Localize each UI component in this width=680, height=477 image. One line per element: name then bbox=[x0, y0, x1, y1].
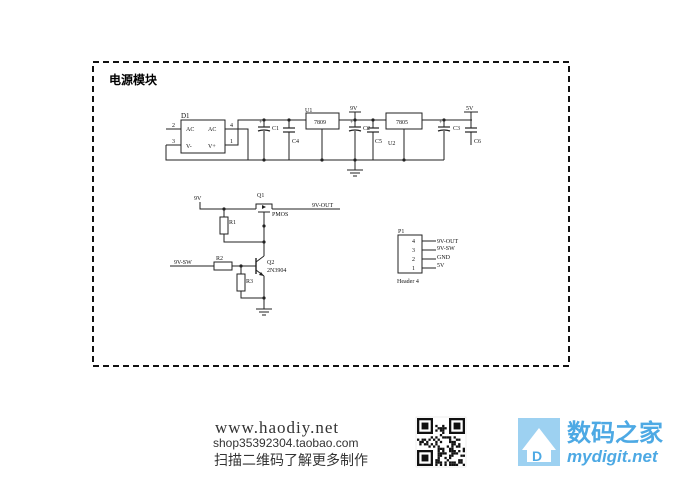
junction-dot bbox=[353, 158, 357, 162]
q1-value: PMOS bbox=[272, 212, 288, 218]
qr-code-icon bbox=[415, 416, 467, 468]
net-9v-in-label: 9V bbox=[194, 196, 202, 202]
u2-value: 7805 bbox=[396, 120, 408, 126]
ground-icon bbox=[347, 169, 363, 177]
wire-ground-rail bbox=[165, 144, 444, 161]
net-9v-sw-label: 9V-SW bbox=[174, 260, 192, 266]
q2-ref: Q2 bbox=[267, 260, 274, 266]
bridge-ref: D1 bbox=[181, 112, 190, 120]
junction-dot bbox=[442, 118, 446, 122]
junction-dot bbox=[262, 158, 266, 162]
header-pin-number: 1 bbox=[412, 266, 415, 272]
c4-label: C4 bbox=[292, 139, 299, 145]
r2-label: R2 bbox=[216, 256, 223, 262]
bridge-pin2-number: 2 bbox=[172, 123, 175, 129]
junction-dot bbox=[320, 158, 324, 162]
r3-label: R3 bbox=[246, 279, 253, 285]
u2-ref: U2 bbox=[388, 141, 395, 147]
bridge-rectifier bbox=[180, 119, 226, 154]
junction-dot bbox=[371, 118, 375, 122]
c1-label: C1 bbox=[272, 126, 279, 132]
header-pin-net: 5V bbox=[437, 263, 445, 269]
c1-plate-neg bbox=[257, 129, 271, 132]
header-body bbox=[397, 234, 423, 274]
net-5v-label: 5V bbox=[466, 106, 474, 112]
footer: www.haodiy.net shop35392304.taobao.com 扫… bbox=[213, 416, 467, 469]
ground-icon bbox=[256, 308, 272, 316]
q2-value: 2N3904 bbox=[267, 268, 286, 274]
junction-dot bbox=[262, 118, 266, 122]
header-value: Header 4 bbox=[397, 279, 419, 285]
header-pin-net: 9V-SW bbox=[437, 246, 455, 252]
pmos-transistor-icon bbox=[255, 203, 273, 224]
watermark-domain: mydigit.net bbox=[567, 447, 659, 466]
net-9v-out-label: 9V-OUT bbox=[312, 203, 333, 209]
module-border bbox=[92, 61, 570, 367]
c3-plus-icon: + bbox=[439, 120, 443, 126]
bridge-pin-vneg-label: V- bbox=[186, 144, 192, 150]
header-pin-number: 3 bbox=[412, 248, 415, 254]
u1-ref: U1 bbox=[305, 108, 312, 114]
switch-section: 9V Q1 PMOS 9V-OUT R1 Q2 2N3904 bbox=[170, 193, 340, 316]
mydigit-logo-icon: D bbox=[518, 418, 560, 466]
u1-value: 7809 bbox=[314, 120, 326, 126]
wire-r1-gate bbox=[223, 224, 265, 243]
logo-letter: D bbox=[532, 448, 542, 464]
footer-qr-hint: 扫描二维码了解更多制作 bbox=[214, 452, 368, 469]
resistor-r2 bbox=[213, 261, 233, 271]
watermark-name: 数码之家 bbox=[567, 419, 663, 447]
header-pin-net: GND bbox=[437, 255, 451, 261]
junction-dot bbox=[402, 158, 406, 162]
header-pin-number: 2 bbox=[412, 257, 415, 263]
resistor-r3 bbox=[236, 273, 246, 292]
bridge-pin3-number: 3 bbox=[172, 139, 175, 145]
c1-plus-icon: + bbox=[259, 120, 263, 126]
bridge-pin1-number: 1 bbox=[230, 139, 233, 145]
junction-dot bbox=[262, 224, 266, 228]
footer-shop: shop35392304.taobao.com bbox=[213, 436, 358, 450]
wire-9v-in bbox=[199, 202, 256, 210]
junction-dot bbox=[222, 207, 226, 211]
net-5v-flag bbox=[464, 111, 478, 120]
junction-dot bbox=[353, 118, 357, 122]
c2-plus-icon: + bbox=[350, 120, 354, 126]
bridge-pin-ac2-label: AC bbox=[208, 127, 216, 133]
wire-bridge-vpos bbox=[225, 119, 306, 146]
header-ref: P1 bbox=[398, 229, 404, 235]
module-title: 电源模块 bbox=[109, 72, 158, 87]
wire-r3-bottom bbox=[240, 291, 264, 299]
footer-website: www.haodiy.net bbox=[215, 418, 339, 437]
header-pin-number: 4 bbox=[412, 239, 415, 245]
c5-label: C5 bbox=[375, 139, 382, 145]
c3-label: C3 bbox=[453, 126, 460, 132]
bridge-pin-vpos-label: V+ bbox=[208, 144, 216, 150]
junction-dot bbox=[262, 296, 266, 300]
header-connector: P1 4 3 2 1 9V-OUT 9V-SW GND 5V Header 4 bbox=[397, 229, 458, 285]
c2-plate-neg bbox=[348, 129, 362, 132]
junction-dot bbox=[287, 118, 291, 122]
c3-plate-neg bbox=[437, 129, 451, 132]
npn-transistor-icon bbox=[255, 255, 265, 277]
resistor-r1 bbox=[219, 216, 229, 235]
net-9v-label: 9V bbox=[350, 106, 358, 112]
r1-label: R1 bbox=[229, 220, 236, 226]
header-pin-net: 9V-OUT bbox=[437, 239, 458, 245]
c2-label: C2 bbox=[363, 126, 370, 132]
bridge-pin-ac1-label: AC bbox=[186, 127, 194, 133]
q1-ref: Q1 bbox=[257, 193, 264, 199]
bridge-pin4-number: 4 bbox=[230, 123, 233, 129]
wire-bridge-pin4 bbox=[225, 128, 249, 160]
header-pin-wires bbox=[422, 240, 436, 269]
watermark: D 数码之家 mydigit.net bbox=[518, 418, 663, 466]
power-supply-section: D1 AC AC V- V+ 2 3 4 1 + C1 C4 U1 7809 bbox=[165, 106, 481, 177]
c6-label: C6 bbox=[474, 139, 481, 145]
